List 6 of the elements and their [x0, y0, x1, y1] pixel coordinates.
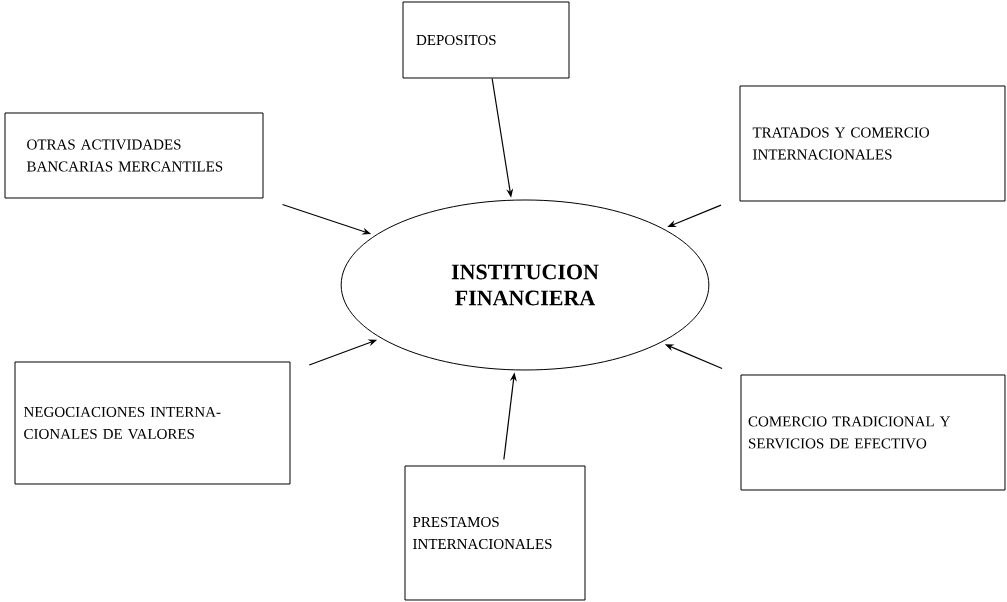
process-box: PRESTAMOS INTERNACIONALES	[404, 465, 586, 601]
process-box: TRATADOS Y COMERCIO INTERNACIONALES	[739, 85, 1006, 202]
process-box: OTRAS ACTIVIDADES BANCARIAS MERCANTILES	[4, 112, 264, 199]
process-box: COMERCIO TRADICIONAL Y SERVICIOS DE EFECTIVO	[740, 374, 1006, 491]
process-box: NEGOCIACIONES INTERNA- CIONALES DE VALORES	[14, 361, 291, 485]
process-box: DEPOSITOS	[402, 1, 570, 79]
